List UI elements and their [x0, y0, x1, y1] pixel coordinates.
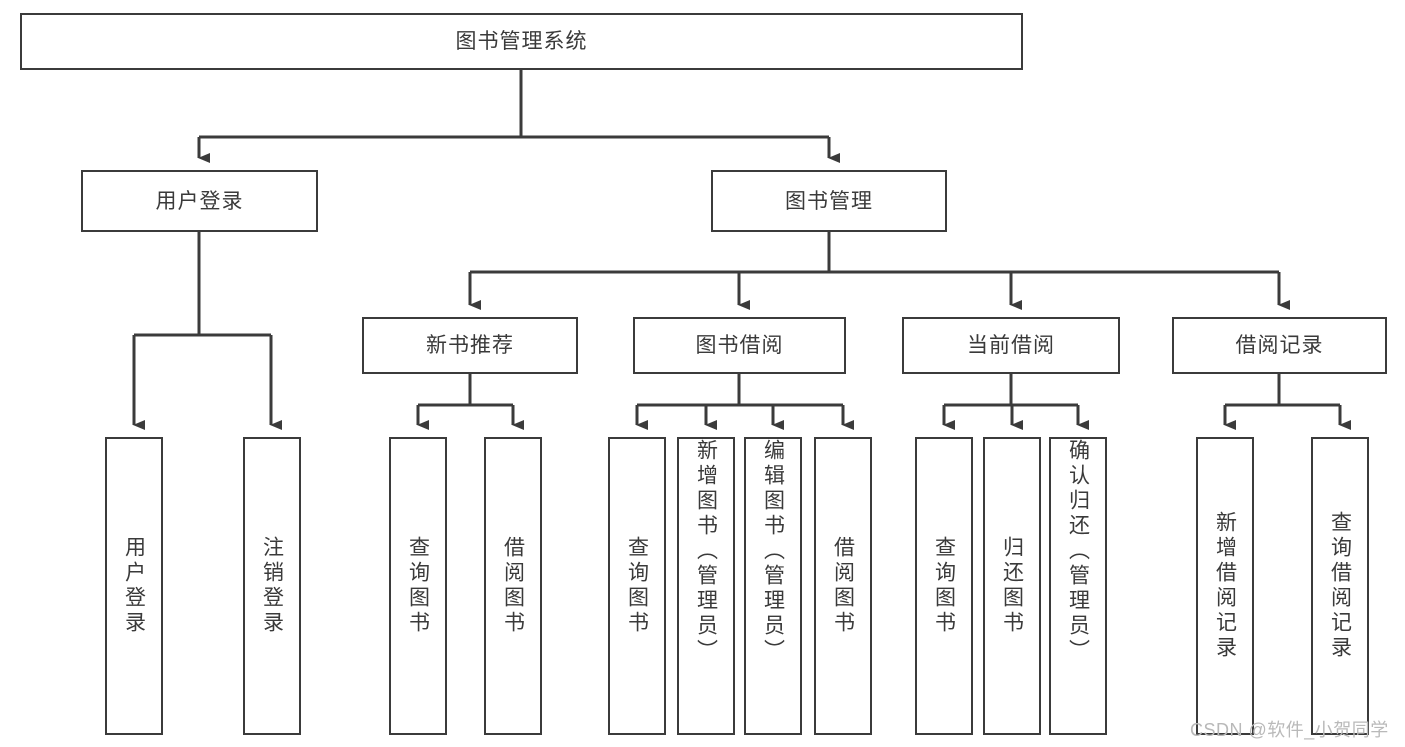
node-current-borrow[interactable]: 当前借阅 — [902, 317, 1120, 374]
node-book-manage[interactable]: 图书管理 — [711, 170, 947, 232]
node-borrow-record-label: 借阅记录 — [1235, 334, 1324, 357]
node-user-login[interactable]: 用户登录 — [81, 170, 318, 232]
node-leaf-borrow-book-rec[interactable]: 借阅图书 — [484, 437, 542, 735]
node-leaf-query-record[interactable]: 查询借阅记录 — [1311, 437, 1369, 735]
node-new-book-rec-label: 新书推荐 — [426, 334, 514, 357]
node-leaf-add-record[interactable]: 新增借阅记录 — [1196, 437, 1254, 735]
node-book-manage-label: 图书管理 — [785, 189, 873, 213]
node-book-borrow[interactable]: 图书借阅 — [633, 317, 846, 374]
node-root[interactable]: 图书管理系统 — [20, 13, 1023, 70]
node-leaf-query-book-rec[interactable]: 查询图书 — [389, 437, 447, 735]
node-leaf-query-book-borrow-label: 查询图书 — [625, 536, 649, 636]
node-borrow-record[interactable]: 借阅记录 — [1172, 317, 1387, 374]
node-leaf-confirm-return[interactable]: 确认归还（管理员） — [1049, 437, 1107, 735]
node-leaf-user-login-label: 用户登录 — [122, 536, 146, 636]
node-book-borrow-label: 图书借阅 — [695, 334, 784, 357]
node-leaf-logout-label: 注销登录 — [260, 536, 284, 636]
node-root-label: 图书管理系统 — [455, 30, 588, 53]
node-leaf-logout[interactable]: 注销登录 — [243, 437, 301, 735]
node-leaf-borrow-book[interactable]: 借阅图书 — [814, 437, 872, 735]
node-leaf-borrow-book-label: 借阅图书 — [831, 536, 855, 636]
node-leaf-add-book-label: 新增图书（管理员） — [694, 439, 718, 664]
node-leaf-return-book[interactable]: 归还图书 — [983, 437, 1041, 735]
node-leaf-query-book-cur[interactable]: 查询图书 — [915, 437, 973, 735]
node-leaf-borrow-book-rec-label: 借阅图书 — [501, 536, 525, 636]
node-leaf-add-record-label: 新增借阅记录 — [1213, 511, 1237, 661]
node-leaf-return-book-label: 归还图书 — [1000, 536, 1024, 636]
node-leaf-add-book[interactable]: 新增图书（管理员） — [677, 437, 735, 735]
node-leaf-query-book-cur-label: 查询图书 — [932, 536, 956, 636]
node-new-book-rec[interactable]: 新书推荐 — [362, 317, 578, 374]
node-current-borrow-label: 当前借阅 — [967, 334, 1055, 357]
node-leaf-user-login[interactable]: 用户登录 — [105, 437, 163, 735]
node-leaf-edit-book[interactable]: 编辑图书（管理员） — [744, 437, 802, 735]
node-leaf-query-book-borrow[interactable]: 查询图书 — [608, 437, 666, 735]
node-leaf-edit-book-label: 编辑图书（管理员） — [761, 439, 785, 664]
node-leaf-confirm-return-label: 确认归还（管理员） — [1066, 439, 1090, 664]
node-leaf-query-book-rec-label: 查询图书 — [406, 536, 430, 636]
node-leaf-query-record-label: 查询借阅记录 — [1328, 511, 1352, 661]
node-user-login-label: 用户登录 — [155, 189, 244, 213]
